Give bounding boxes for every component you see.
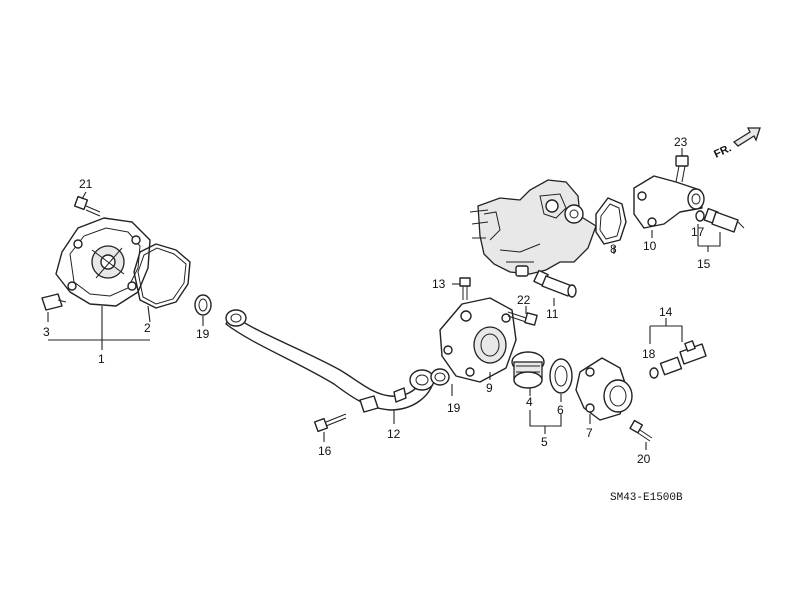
callout-22: 22 xyxy=(517,293,531,307)
callout-16: 16 xyxy=(318,444,332,458)
callout-18: 18 xyxy=(642,347,656,361)
callout-17: 17 xyxy=(691,225,705,239)
callout-12: 12 xyxy=(387,427,401,441)
o-ring-19-middle xyxy=(430,368,453,396)
callout-13: 13 xyxy=(432,277,446,291)
callout-1: 1 xyxy=(98,352,105,366)
callout-11: 11 xyxy=(546,307,559,321)
temperature-switch-14 xyxy=(649,318,707,379)
temperature-sensor-15 xyxy=(695,207,745,252)
callout-15: 15 xyxy=(697,257,711,271)
thermostat-cover-7 xyxy=(575,357,633,424)
diagram-code: SM43-E1500B xyxy=(610,492,683,504)
cylinder-head-section xyxy=(469,179,597,277)
sensor-11 xyxy=(533,269,577,306)
bracket-3 xyxy=(41,293,67,322)
o-ring-19-left xyxy=(194,294,212,326)
bolt-16 xyxy=(313,413,347,442)
callout-3: 3 xyxy=(43,325,50,339)
callout-19-left: 19 xyxy=(196,327,210,341)
front-direction-label: FR. xyxy=(712,142,733,160)
callout-19-middle: 19 xyxy=(447,401,461,415)
bolt-20 xyxy=(629,419,653,450)
callout-10: 10 xyxy=(643,239,657,253)
bolt-21 xyxy=(73,191,101,217)
callout-7: 7 xyxy=(586,426,593,440)
callout-6: 6 xyxy=(557,403,564,417)
o-ring-gasket-2 xyxy=(133,243,191,323)
gasket-8 xyxy=(595,197,627,254)
front-direction-indicator xyxy=(732,127,761,147)
callout-2: 2 xyxy=(144,321,151,335)
thermostat-housing-9 xyxy=(439,297,517,383)
callout-4: 4 xyxy=(526,395,533,409)
water-pump xyxy=(55,217,151,307)
bolt-22 xyxy=(507,306,538,326)
callout-8: 8 xyxy=(610,242,617,256)
callout-9: 9 xyxy=(486,381,493,395)
callout-bracket-5 xyxy=(529,410,562,434)
water-pipe-12 xyxy=(225,309,435,424)
callout-bracket-1 xyxy=(48,306,150,350)
callout-14: 14 xyxy=(659,305,673,319)
bolt-23 xyxy=(675,148,689,183)
water-outlet-10 xyxy=(633,175,705,238)
gasket-6 xyxy=(549,358,573,402)
callout-21: 21 xyxy=(79,177,93,191)
bolt-13 xyxy=(452,277,471,300)
thermostat-4 xyxy=(511,351,545,396)
callout-20: 20 xyxy=(637,452,651,466)
callout-23: 23 xyxy=(674,135,688,149)
callout-5: 5 xyxy=(541,435,548,449)
